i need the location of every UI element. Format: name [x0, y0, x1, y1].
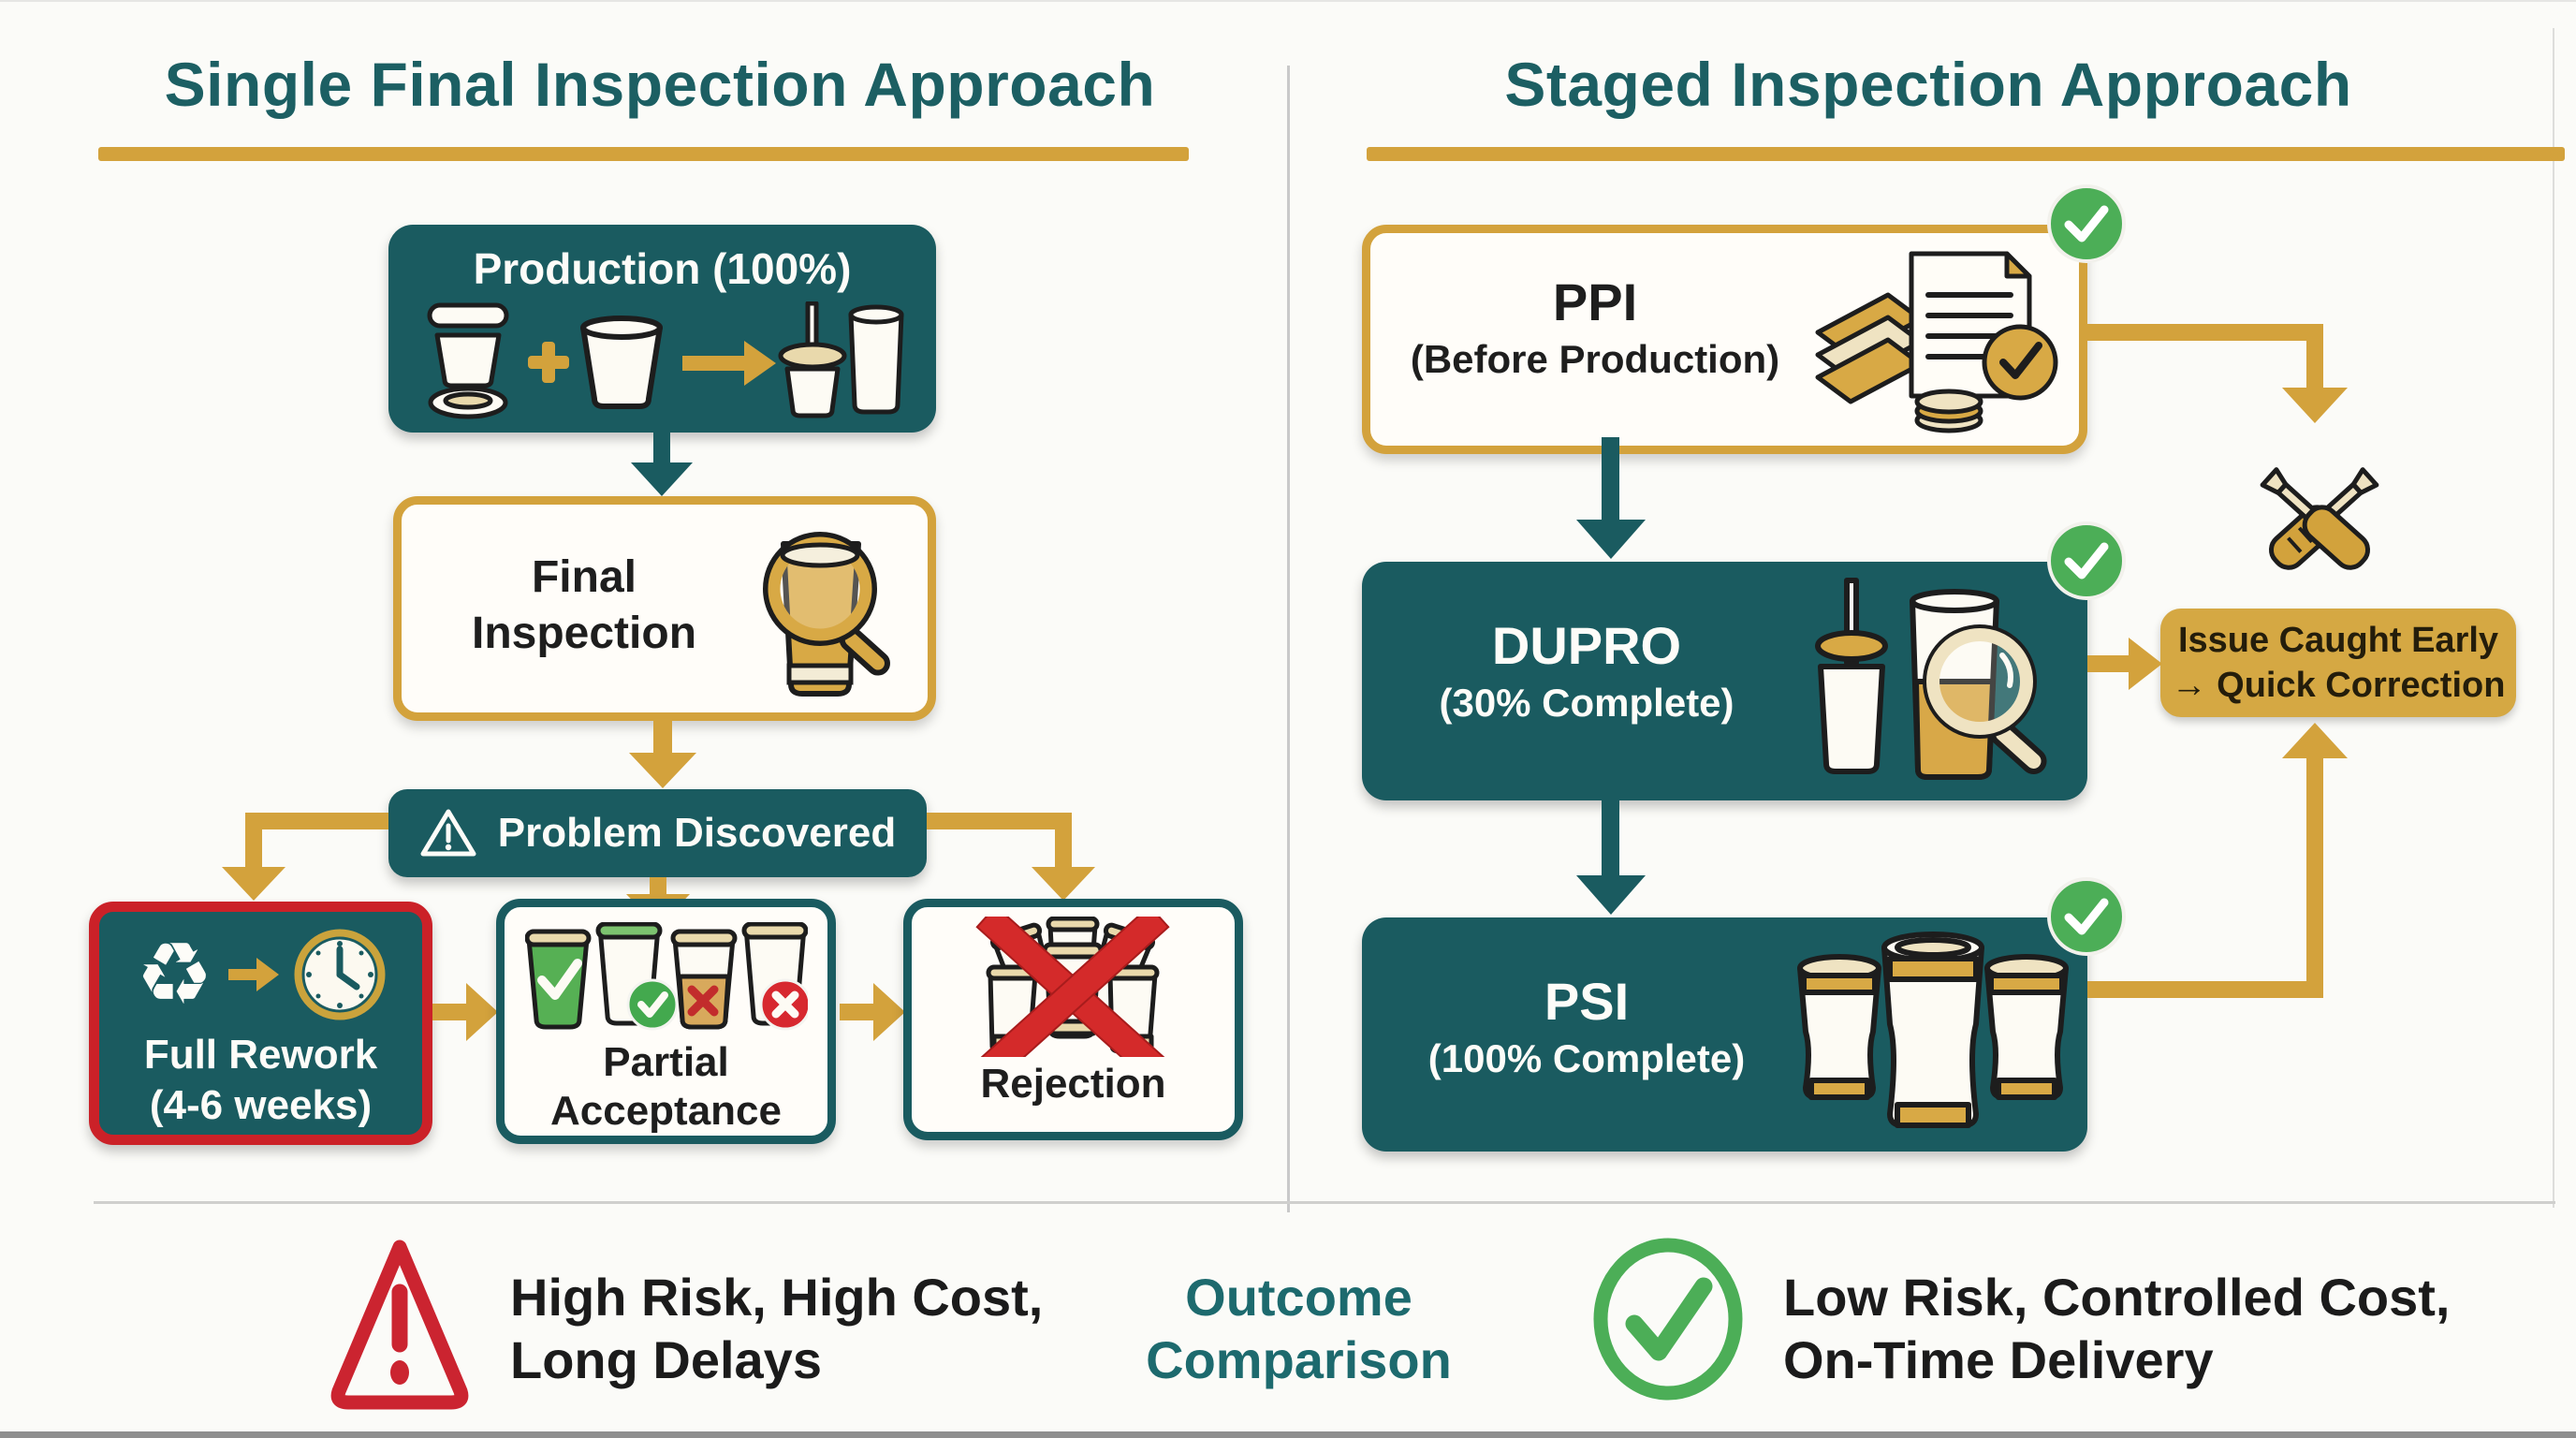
- left-title-underline: [98, 147, 1189, 161]
- production-label: Production (100%): [473, 244, 852, 293]
- footer-divider-horizontal: [94, 1201, 2555, 1204]
- psi-check-badge: [2047, 877, 2126, 956]
- warning-triangle-icon: [420, 809, 476, 857]
- rejection-label: Rejection: [980, 1061, 1166, 1107]
- partial-acceptance-label: Partial Acceptance: [549, 1039, 782, 1134]
- footer-left-line1: High Risk, High Cost,: [510, 1268, 1044, 1327]
- footer-right-line2: On-Time Delivery: [1783, 1330, 2214, 1389]
- ppi-label: PPI (Before Production): [1389, 272, 1801, 387]
- outcome-line1: Outcome: [1185, 1268, 1412, 1327]
- issue-box: Issue Caught Early → Quick Correction: [2160, 609, 2516, 717]
- problem-label: Problem Discovered: [497, 810, 897, 856]
- partial-acceptance-box: Partial Acceptance: [496, 899, 836, 1144]
- full-rework-label: Full Rework (4-6 weeks): [143, 1032, 378, 1128]
- ppi-phase: (Before Production): [1410, 337, 1780, 381]
- footer-left-line2: Long Delays: [510, 1330, 822, 1389]
- psi-box: PSI (100% Complete): [1362, 917, 2087, 1152]
- low-risk-check-icon: [1593, 1238, 1743, 1401]
- psi-name: PSI: [1544, 972, 1630, 1031]
- high-risk-warning-icon: [330, 1240, 469, 1410]
- psi-label: PSI (100% Complete): [1381, 972, 1793, 1086]
- ppi-check-badge: [2047, 184, 2126, 263]
- outcome-comparison-label: Outcome Comparison: [1090, 1266, 1507, 1391]
- production-box: Production (100%): [388, 225, 936, 433]
- rejection-box: Rejection: [903, 899, 1243, 1140]
- dupro-check-badge: [2047, 521, 2126, 600]
- issue-line1: Issue Caught Early: [2177, 621, 2499, 660]
- recycle-icon: ♻: [136, 924, 213, 1024]
- left-panel-title: Single Final Inspection Approach: [164, 50, 1156, 119]
- rework-arrow-icon: [227, 958, 279, 991]
- outcome-line2: Comparison: [1146, 1330, 1452, 1389]
- dupro-inspection-icon: [1815, 578, 2047, 780]
- psi-tumblers-icon: [1797, 932, 2069, 1128]
- rejected-cups-icon: [975, 917, 1170, 1057]
- partial-cups-icon: [525, 922, 808, 1031]
- ppi-name: PPI: [1552, 272, 1638, 331]
- final-inspection-box: Final Inspection: [393, 496, 936, 721]
- red-x-icon: [975, 917, 1170, 1057]
- dupro-box: DUPRO (30% Complete): [1362, 562, 2087, 800]
- ppi-box: PPI (Before Production): [1362, 225, 2087, 454]
- production-assembly-icon: [427, 301, 904, 419]
- panel-divider-vertical: [1287, 66, 1290, 1212]
- right-panel-title: Staged Inspection Approach: [1504, 50, 2352, 119]
- footer-left-text: High Risk, High Cost, Long Delays: [510, 1266, 1043, 1391]
- right-title-underline: [1367, 147, 2565, 161]
- psi-phase: (100% Complete): [1427, 1036, 1746, 1080]
- issue-line2: → Quick Correction: [2171, 666, 2506, 705]
- magnifier-tumbler-icon: [763, 532, 890, 697]
- bottom-edge-bar: [0, 1431, 2576, 1438]
- footer-right-text: Low Risk, Controlled Cost, On-Time Deliv…: [1783, 1266, 2450, 1391]
- full-rework-box: ♻ Full Rework (4-6 weeks): [89, 902, 432, 1145]
- dupro-phase: (30% Complete): [1439, 681, 1734, 725]
- top-edge-line: [0, 0, 2576, 2]
- clock-icon: [294, 929, 386, 1020]
- footer-right-line1: Low Risk, Controlled Cost,: [1783, 1268, 2451, 1327]
- problem-box: Problem Discovered: [388, 789, 927, 877]
- ppi-documents-icon: [1815, 251, 2058, 433]
- rework-icons: ♻: [99, 929, 422, 1020]
- tools-icon: [2260, 467, 2379, 570]
- dupro-name: DUPRO: [1491, 616, 1682, 675]
- final-inspection-label: Final Inspection: [471, 552, 697, 658]
- dupro-label: DUPRO (30% Complete): [1381, 616, 1793, 730]
- right-edge-line: [2553, 28, 2554, 1208]
